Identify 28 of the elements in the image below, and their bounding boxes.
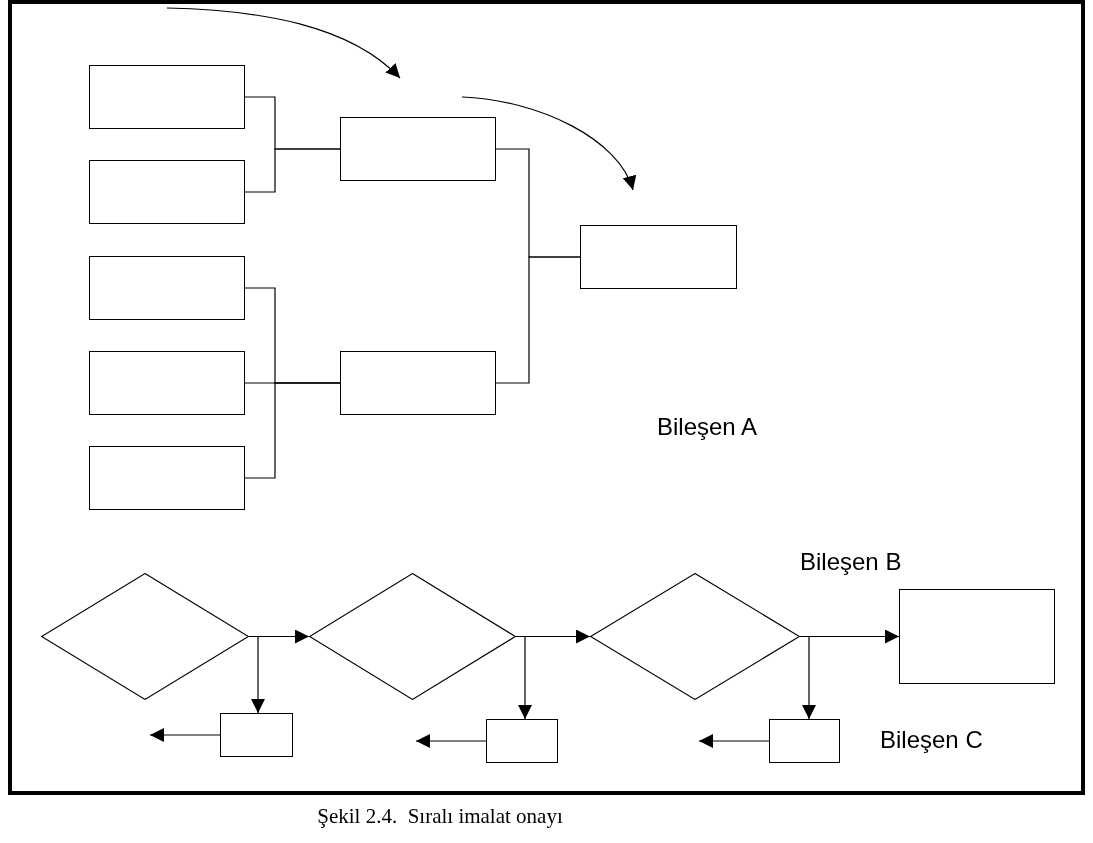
component-label: Bileşen C [880, 726, 983, 754]
connector-line [244, 382, 341, 479]
arrow [149, 728, 221, 742]
arrow [415, 734, 487, 748]
decision-diamond [590, 573, 800, 700]
process-box [89, 351, 245, 415]
decision-diamond [309, 573, 516, 700]
connector-line [244, 148, 341, 193]
arrow [799, 635, 816, 720]
decision-diamond [41, 573, 249, 700]
process-box [580, 225, 737, 289]
process-box [89, 256, 245, 320]
process-box [340, 117, 496, 181]
process-box [486, 719, 558, 763]
arrow [698, 734, 770, 748]
figure-caption: Şekil 2.4. Sıralı imalat onayı [316, 804, 564, 829]
process-box [340, 351, 496, 415]
process-box [220, 713, 293, 757]
component-label: Bileşen A [657, 413, 758, 441]
arrow [515, 635, 532, 720]
arrow [248, 635, 265, 714]
process-box [89, 160, 245, 224]
connector-line [495, 256, 581, 384]
process-box [899, 589, 1055, 684]
component-label: Bileşen B [800, 548, 902, 576]
process-box [769, 719, 840, 763]
process-box [89, 65, 245, 129]
process-box [89, 446, 245, 510]
